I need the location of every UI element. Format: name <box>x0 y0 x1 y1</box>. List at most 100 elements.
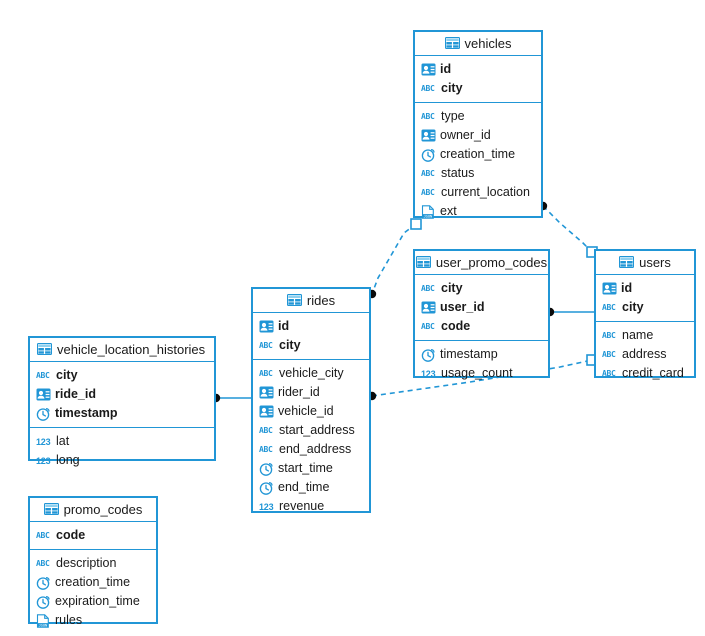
field-creation_time[interactable]: creation_time <box>415 145 541 164</box>
primary-key-field-id[interactable]: id <box>253 317 369 336</box>
field-label: city <box>279 338 301 352</box>
field-vehicle_id[interactable]: vehicle_id <box>253 402 369 421</box>
abc-type-icon: ABC <box>259 425 273 435</box>
field-label: city <box>441 81 463 95</box>
field-label: description <box>56 556 117 570</box>
json-icon: JSON <box>421 204 436 219</box>
entity-name-label: vehicle_location_histories <box>57 342 206 357</box>
abc-type-icon: ABC <box>602 302 616 312</box>
json-icon: JSON <box>36 613 51 628</box>
entity-title-users: users <box>596 251 694 275</box>
field-label: vehicle_id <box>278 404 334 418</box>
abc-type-icon: ABC <box>421 83 435 93</box>
field-status[interactable]: ABC status <box>415 164 541 183</box>
svg-text:JSON: JSON <box>424 214 433 218</box>
entity-name-label: rides <box>306 293 336 308</box>
primary-key-field-user_id[interactable]: user_id <box>415 298 548 317</box>
key-id-icon <box>259 405 274 419</box>
relationship-rel-vlh-rides[interactable] <box>211 393 251 403</box>
abc-type-icon: ABC <box>36 530 50 540</box>
key-id-icon <box>421 63 436 77</box>
number-type-icon: 123 <box>36 455 51 466</box>
field-rider_id[interactable]: rider_id <box>253 383 369 402</box>
field-label: ride_id <box>55 387 96 401</box>
field-label: usage_count <box>441 366 513 380</box>
primary-key-field-timestamp[interactable]: timestamp <box>30 404 214 423</box>
abc-type-icon: ABC <box>421 168 435 178</box>
primary-key-field-ride_id[interactable]: ride_id <box>30 385 214 404</box>
field-label: status <box>441 166 475 180</box>
abc-type-icon: ABC <box>421 321 435 331</box>
field-label: city <box>622 300 644 314</box>
field-owner_id[interactable]: owner_id <box>415 126 541 145</box>
clock-icon <box>36 407 51 421</box>
field-rules[interactable]: JSON rules <box>30 611 156 630</box>
table-icon <box>415 255 431 270</box>
field-label: city <box>441 281 463 295</box>
field-label: vehicle_city <box>279 366 344 380</box>
field-label: city <box>56 368 78 382</box>
relationship-rel-user-promo-codes-users[interactable] <box>545 307 594 317</box>
relationship-line <box>371 223 417 295</box>
clock-icon <box>421 348 436 362</box>
entity-name-label: users <box>639 255 671 270</box>
primary-key-field-id[interactable]: id <box>415 60 541 79</box>
primary-key-field-city[interactable]: ABC city <box>596 298 694 317</box>
clock-icon <box>36 595 51 609</box>
abc-type-icon: ABC <box>602 330 616 340</box>
clock-icon <box>259 462 274 476</box>
field-label: start_time <box>278 461 333 475</box>
field-start_time[interactable]: start_time <box>253 459 369 478</box>
key-id-icon <box>421 129 436 143</box>
entity-title-promo_codes: promo_codes <box>30 498 156 522</box>
field-label: address <box>622 347 667 361</box>
field-label: type <box>441 109 465 123</box>
primary-key-field-city[interactable]: ABC city <box>415 79 541 98</box>
field-expiration_time[interactable]: expiration_time <box>30 592 156 611</box>
entity-name-label: promo_codes <box>63 502 143 517</box>
field-label: rider_id <box>278 385 320 399</box>
field-timestamp[interactable]: timestamp <box>415 345 548 364</box>
table-icon <box>619 255 635 270</box>
primary-key-field-id[interactable]: id <box>596 279 694 298</box>
field-label: owner_id <box>440 128 491 142</box>
field-label: creation_time <box>440 147 516 161</box>
field-creation_time[interactable]: creation_time <box>30 573 156 592</box>
field-label: rules <box>55 613 83 627</box>
field-end_time[interactable]: end_time <box>253 478 369 497</box>
field-label: lat <box>56 434 70 448</box>
field-label: creation_time <box>55 575 131 589</box>
